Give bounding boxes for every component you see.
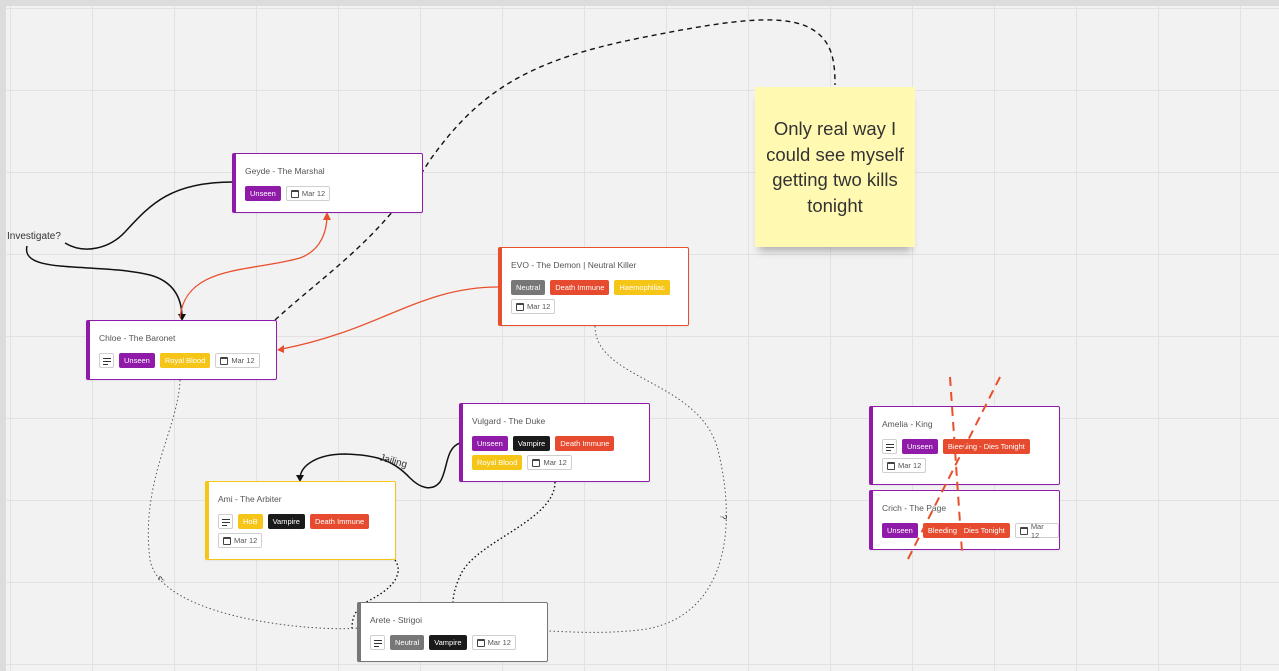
card-title: Geyde - The Marshal <box>245 166 325 176</box>
tag-unseen[interactable]: Unseen <box>882 523 918 538</box>
card-title: Ami - The Arbiter <box>218 494 282 504</box>
date-badge[interactable]: Mar 12 <box>882 458 927 473</box>
card-geyde[interactable]: Geyde - The Marshal Unseen Mar 12 <box>232 153 423 213</box>
tag-unseen[interactable]: Unseen <box>245 186 281 201</box>
connector-evo-to-chloe[interactable] <box>281 286 499 350</box>
tag-vampire[interactable]: Vampire <box>512 436 551 451</box>
card-ami[interactable]: Ami - The Arbiter HoB Vampire Death Immu… <box>205 481 396 560</box>
tag-death-immune[interactable]: Death Immune <box>309 514 370 529</box>
tag-unseen[interactable]: Unseen <box>472 436 508 451</box>
connector-investigate-chloe[interactable] <box>26 245 183 319</box>
connector-chloe-to-sticky[interactable] <box>274 19 836 321</box>
arrowhead-geyde <box>323 212 331 220</box>
tag-bleeding[interactable]: Bleeding - Dies Tonight <box>942 439 1030 454</box>
date-badge[interactable]: Mar 12 <box>471 635 516 650</box>
date-text: Mar 12 <box>1030 521 1044 540</box>
date-badge[interactable]: Mar 12 <box>285 186 331 201</box>
card-title: Crich - The Page <box>882 503 947 513</box>
card-amelia[interactable]: Amelia - King Unseen Bleeding - Dies Ton… <box>869 406 1060 485</box>
tag-hob[interactable]: HoB <box>238 514 263 529</box>
connector-chloe-to-arete[interactable] <box>147 379 359 630</box>
calendar-icon <box>516 302 524 311</box>
sticky-note-text: Only real way I could see myself getting… <box>766 118 904 216</box>
connector-chloe-to-geyde[interactable] <box>179 214 328 319</box>
date-text: Mar 12 <box>487 638 511 647</box>
tag-vampire[interactable]: Vampire <box>429 635 467 650</box>
card-crich[interactable]: Crich - The Page Unseen Bleeding - Dies … <box>869 490 1060 550</box>
label-question-right[interactable]: ? <box>718 514 729 520</box>
tag-death-immune[interactable]: Death Immune <box>555 436 615 451</box>
date-badge[interactable]: Mar 12 <box>215 353 260 368</box>
tag-haemophiliac[interactable]: Haemophiliac <box>614 280 670 295</box>
description-icon[interactable] <box>882 439 897 454</box>
date-badge[interactable]: Mar 12 <box>527 455 572 470</box>
connector-investigate-geyde[interactable] <box>64 181 234 250</box>
date-text: Mar 12 <box>898 461 922 470</box>
calendar-icon <box>887 461 895 470</box>
tag-royal-blood[interactable]: Royal Blood <box>159 353 211 368</box>
arrowhead-chloe-orange <box>277 345 284 353</box>
tag-unseen[interactable]: Unseen <box>119 353 155 368</box>
tag-death-immune[interactable]: Death Immune <box>550 280 610 295</box>
date-text: Mar 12 <box>234 536 258 545</box>
card-title: Arete - Strigoi <box>370 615 422 625</box>
tag-neutral[interactable]: Neutral <box>390 635 425 650</box>
date-text: Mar 12 <box>543 458 567 467</box>
description-icon[interactable] <box>370 635 385 650</box>
connector-ami-to-arete[interactable] <box>351 559 399 629</box>
card-arete[interactable]: Arete - Strigoi Neutral Vampire Mar 12 <box>357 602 548 662</box>
date-badge[interactable]: Mar 12 <box>1014 521 1059 540</box>
calendar-icon <box>290 189 299 198</box>
card-title: Chloe - The Baronet <box>99 333 176 343</box>
label-investigate[interactable]: Investigate? <box>7 231 61 242</box>
date-badge[interactable]: Mar 12 <box>218 533 263 548</box>
calendar-icon <box>476 638 485 647</box>
arrowhead-ami <box>296 475 304 482</box>
calendar-icon <box>1019 526 1028 535</box>
tag-unseen[interactable]: Unseen <box>902 439 938 454</box>
date-badge[interactable]: Mar 12 <box>511 299 556 314</box>
sticky-note[interactable]: Only real way I could see myself getting… <box>755 87 915 247</box>
card-title: Vulgard - The Duke <box>472 416 546 426</box>
description-icon[interactable] <box>218 514 233 529</box>
date-text: Mar 12 <box>301 189 326 198</box>
tag-neutral[interactable]: Neutral <box>511 280 546 295</box>
date-text: Mar 12 <box>527 302 551 311</box>
card-vulgard[interactable]: Vulgard - The Duke Unseen Vampire Death … <box>459 403 650 482</box>
card-title: EVO - The Demon | Neutral Killer <box>511 260 637 270</box>
card-evo[interactable]: EVO - The Demon | Neutral Killer Neutral… <box>498 247 689 326</box>
calendar-icon <box>532 458 541 467</box>
card-title: Amelia - King <box>882 419 933 429</box>
calendar-icon <box>220 356 229 365</box>
description-icon[interactable] <box>99 353 114 368</box>
connector-vulgard-to-arete[interactable] <box>452 481 556 604</box>
tag-royal-blood[interactable]: Royal Blood <box>472 455 523 470</box>
date-text: Mar 12 <box>231 356 255 365</box>
connector-jailing[interactable] <box>299 442 461 489</box>
calendar-icon <box>223 536 231 545</box>
tag-bleeding[interactable]: Bleeding - Dies Tonight <box>922 523 1010 538</box>
card-chloe[interactable]: Chloe - The Baronet Unseen Royal Blood M… <box>86 320 277 380</box>
tag-vampire[interactable]: Vampire <box>267 514 305 529</box>
